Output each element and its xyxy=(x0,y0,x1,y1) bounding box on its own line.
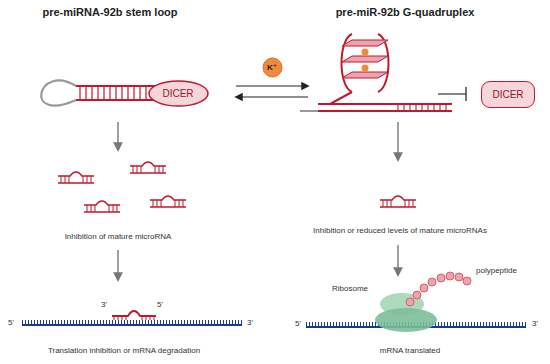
down-arrow xyxy=(397,245,398,275)
down-arrow xyxy=(117,122,118,150)
node-text: K⁺ xyxy=(267,63,277,72)
part-name: Ribosome xyxy=(332,284,368,293)
mature-microrna xyxy=(380,196,416,207)
node-text: DICER xyxy=(162,88,193,99)
outcome-note: mRNA translated xyxy=(380,346,440,355)
enzyme-ellipse: DICER xyxy=(148,80,209,107)
ribosome xyxy=(375,293,437,332)
part-name: polypeptide xyxy=(476,266,517,275)
ion-circle: K⁺ xyxy=(262,57,283,78)
strand-end: 5' xyxy=(8,318,14,327)
down-arrow xyxy=(117,250,118,280)
strand-end: 5' xyxy=(295,319,301,328)
down-arrow xyxy=(397,122,398,160)
mature-micrornas xyxy=(58,162,186,212)
node-text: DICER xyxy=(492,89,523,100)
strand-end: 3' xyxy=(247,318,253,327)
strand-end: 5' xyxy=(157,300,163,309)
outcome-note: Inhibition of mature microRNA xyxy=(65,232,172,241)
mrna-strand xyxy=(22,311,242,325)
polypeptide-chain xyxy=(406,272,471,306)
inhibition-line xyxy=(438,87,466,101)
enzyme-box: DICER xyxy=(481,81,535,108)
outcome-note: Translation inhibition or mRNA degradati… xyxy=(48,346,200,355)
strand-end: 3' xyxy=(101,300,107,309)
outcome-note: Inhibition or reduced levels of mature m… xyxy=(313,226,487,235)
equilibrium-arrows xyxy=(236,86,308,97)
strand-end: 3' xyxy=(532,319,538,328)
panel-heading: pre-miRNA-92b stem loop xyxy=(42,6,177,19)
panel-heading: pre-miR-92b G-quadruplex xyxy=(336,6,475,19)
g-quadruplex xyxy=(300,34,452,111)
